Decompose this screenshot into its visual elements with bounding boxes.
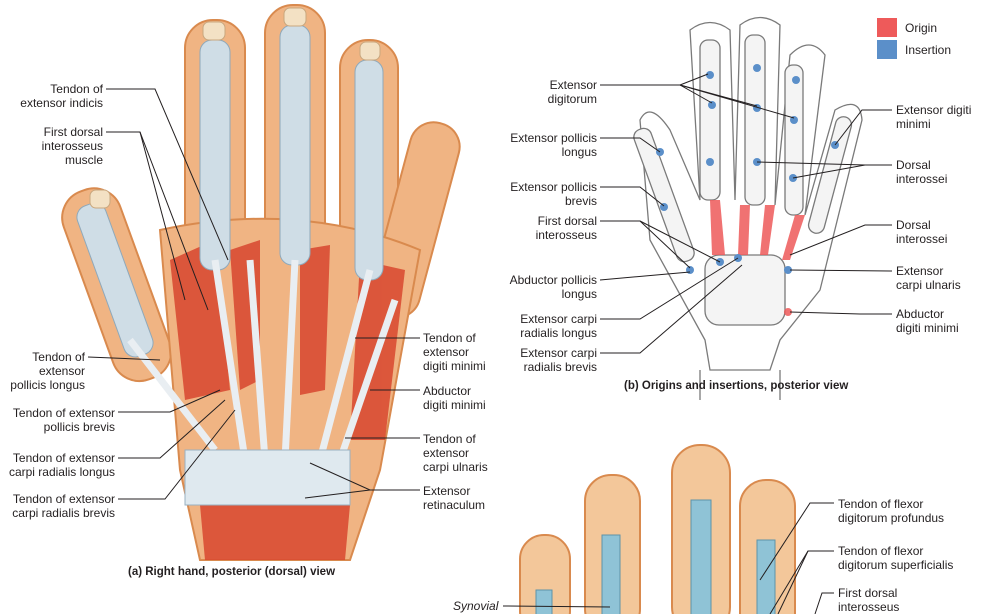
dorsal-hand-illustration xyxy=(61,4,461,561)
label-extensor-pollicis-longus: Extensor pollicis longus xyxy=(510,131,597,159)
hand-skeleton-illustration xyxy=(633,16,863,400)
label-extensor-carpi-ulnaris: Extensor carpi ulnaris xyxy=(896,264,961,292)
label-tendon-fdp: Tendon of flexor digitorum profundus xyxy=(838,497,945,525)
origin-swatch xyxy=(877,18,897,37)
label-extensor-digitorum: Extensor digitorum xyxy=(547,78,597,106)
label-tendon-ecr-brevis: Tendon of extensor carpi radialis brevis xyxy=(12,492,115,520)
label-dorsal-interossei-2: Dorsal interossei xyxy=(896,218,948,246)
label-dorsal-interossei-1: Dorsal interossei xyxy=(896,158,948,186)
label-tendon-extensor-pollicis-brevis: Tendon of extensor pollicis brevis xyxy=(12,406,115,434)
label-synovial: Synovial xyxy=(453,599,499,613)
leader-lines xyxy=(87,73,893,614)
legend-origin: Origin xyxy=(877,18,937,37)
caption-panel-b: (b) Origins and insertions, posterior vi… xyxy=(624,380,849,392)
caption-panel-a: (a) Right hand, posterior (dorsal) view xyxy=(128,566,336,578)
label-tendon-ecr-longus: Tendon of extensor carpi radialis longus xyxy=(8,451,115,479)
label-tendon-extensor-digiti-minimi: Tendon of extensor digiti minimi xyxy=(423,331,486,373)
label-tendon-fds: Tendon of flexor digitorum superficialis xyxy=(838,544,954,572)
label-first-dorsal-interosseus: First dorsal interosseus xyxy=(535,214,597,242)
label-first-dorsal-interosseus-muscle: First dorsal interosseus muscle xyxy=(41,125,103,167)
label-abductor-pollicis-longus: Abductor pollicis longus xyxy=(509,273,597,301)
label-tendon-extensor-carpi-ulnaris: Tendon of extensor carpi ulnaris xyxy=(423,432,488,474)
insertion-swatch xyxy=(877,40,897,59)
origin-label: Origin xyxy=(905,20,938,35)
label-tendon-extensor-pollicis-longus: Tendon of extensor pollicis longus xyxy=(10,350,85,392)
palmar-fingers-illustration xyxy=(519,444,796,614)
label-ecr-longus: Extensor carpi radialis longus xyxy=(520,312,597,340)
label-extensor-digiti-minimi: Extensor digiti minimi xyxy=(896,103,972,131)
label-extensor-pollicis-brevis: Extensor pollicis brevis xyxy=(510,180,597,208)
legend-insertion: Insertion xyxy=(877,40,951,59)
label-abductor-digiti-minimi: Abductor digiti minimi xyxy=(423,384,486,412)
label-extensor-retinaculum: Extensor retinaculum xyxy=(423,484,486,512)
label-abductor-digiti-minimi-b: Abductor digiti minimi xyxy=(896,307,959,335)
label-ecr-brevis: Extensor carpi radialis brevis xyxy=(520,346,597,374)
insertion-label: Insertion xyxy=(905,42,952,57)
label-tendon-extensor-indicis: Tendon of extensor indicis xyxy=(20,82,103,110)
label-first-dorsal-interosseus-c: First dorsal interosseus xyxy=(838,586,900,614)
